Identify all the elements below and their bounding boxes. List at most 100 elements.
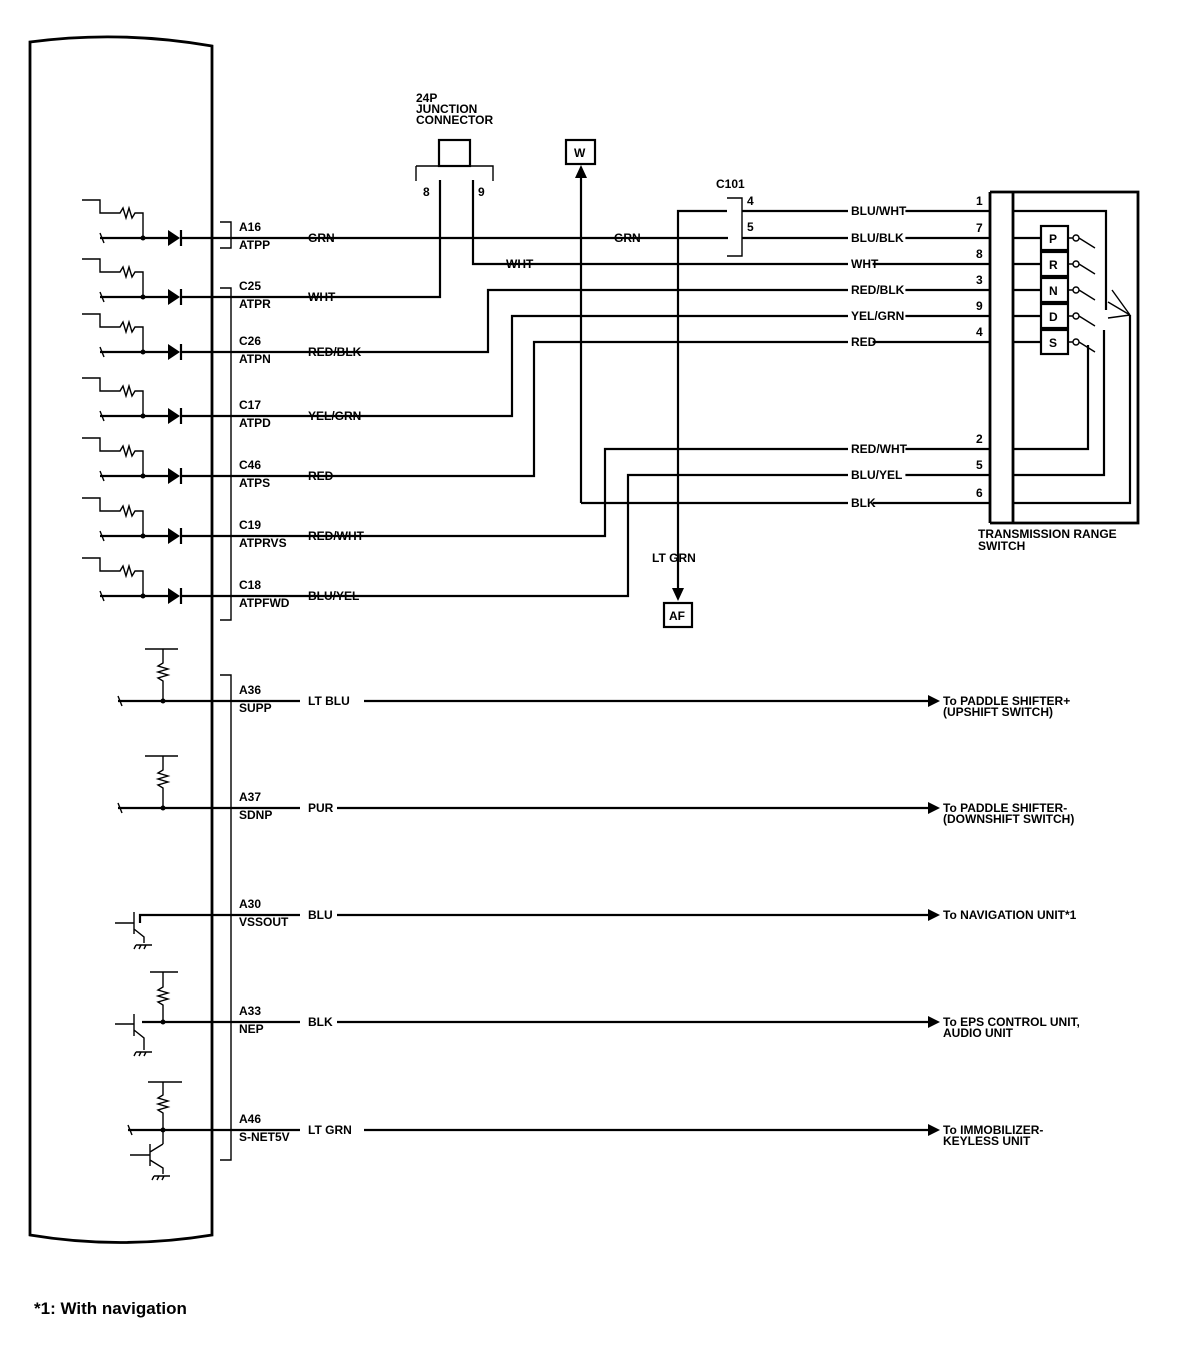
wire-color-label: GRN bbox=[308, 231, 335, 245]
switch-pin-number: 7 bbox=[976, 221, 983, 235]
ecm-circuit-c26 bbox=[82, 313, 212, 360]
terminal-name: ATPRVS bbox=[239, 536, 287, 550]
range-switch-label-line1: TRANSMISSION RANGE bbox=[978, 527, 1117, 541]
junction-label-line3: CONNECTOR bbox=[416, 113, 493, 127]
destination-label: To IMMOBILIZER- bbox=[943, 1123, 1043, 1137]
switch-position-label: P bbox=[1049, 232, 1057, 246]
terminal-pin: C26 bbox=[239, 334, 261, 348]
arrow-right-icon bbox=[928, 802, 940, 814]
range-switch-label-line2: SWITCH bbox=[978, 539, 1025, 553]
footnote: *1: With navigation bbox=[34, 1299, 187, 1318]
terminal-name: VSSOUT bbox=[239, 915, 289, 929]
destination-label: KEYLESS UNIT bbox=[943, 1134, 1031, 1148]
switch-wire-color: BLU/YEL bbox=[851, 468, 902, 482]
lt-grn-label: LT GRN bbox=[652, 551, 696, 565]
switch-wire-color: RED/WHT bbox=[851, 442, 908, 456]
arrow-right-icon bbox=[928, 1124, 940, 1136]
wire-color-label-wht-mid: WHT bbox=[506, 257, 534, 271]
junction-pin-8: 8 bbox=[423, 185, 430, 199]
ecm-body bbox=[28, 35, 214, 1244]
switch-pin-number: 3 bbox=[976, 273, 983, 287]
connector-bracket-bottom bbox=[220, 674, 232, 1161]
terminal-pin: C19 bbox=[239, 518, 261, 532]
terminal-pin: A36 bbox=[239, 683, 261, 697]
ecm-circuit-c17 bbox=[82, 377, 212, 424]
switch-pin-number: 6 bbox=[976, 486, 983, 500]
switch-pin-number: 8 bbox=[976, 247, 983, 261]
wire-color-label: WHT bbox=[308, 290, 336, 304]
wire-color-label-grn-mid: GRN bbox=[614, 231, 641, 245]
diode-icon bbox=[168, 230, 180, 246]
terminal-name: SUPP bbox=[239, 701, 272, 715]
terminal-pin: A30 bbox=[239, 897, 261, 911]
terminal-name: ATPR bbox=[239, 297, 271, 311]
switch-pin-number: 1 bbox=[976, 194, 983, 208]
switch-position-label: N bbox=[1049, 284, 1058, 298]
wire-color-label: RED/WHT bbox=[308, 529, 365, 543]
arrow-right-icon bbox=[928, 909, 940, 921]
terminal-name: ATPS bbox=[239, 476, 270, 490]
switch-wire-color: BLK bbox=[851, 496, 876, 510]
wire-color-label: RED/BLK bbox=[308, 345, 362, 359]
wire-color-label: YEL/GRN bbox=[308, 409, 361, 423]
terminal-name: S-NET5V bbox=[239, 1130, 290, 1144]
terminal-name: SDNP bbox=[239, 808, 272, 822]
destination-label: (UPSHIFT SWITCH) bbox=[943, 705, 1053, 719]
arrow-right-icon bbox=[928, 695, 940, 707]
junction-connector: 24P JUNCTION CONNECTOR 8 9 bbox=[415, 91, 494, 199]
ecm-circuit-c46 bbox=[82, 437, 212, 484]
destination-label: To NAVIGATION UNIT*1 bbox=[943, 908, 1077, 922]
switch-pin-number: 5 bbox=[976, 458, 983, 472]
svg-text:AF: AF bbox=[669, 609, 685, 623]
switch-position-label: D bbox=[1049, 310, 1058, 324]
switch-pin-number: 2 bbox=[976, 432, 983, 446]
diode-icon bbox=[168, 468, 180, 484]
switch-wire-color: YEL/GRN bbox=[851, 309, 904, 323]
diode-icon bbox=[168, 408, 180, 424]
destination-label: To PADDLE SHIFTER+ bbox=[943, 694, 1070, 708]
destination-label: (DOWNSHIFT SWITCH) bbox=[943, 812, 1074, 826]
terminal-pin: A16 bbox=[239, 220, 261, 234]
terminal-pin: A37 bbox=[239, 790, 261, 804]
destination-label: To PADDLE SHIFTER- bbox=[943, 801, 1067, 815]
diode-icon bbox=[168, 289, 180, 305]
ecm-circuit-c25 bbox=[82, 258, 212, 305]
connector-bracket-top bbox=[220, 221, 232, 621]
wire-color-label: RED bbox=[308, 469, 334, 483]
wire-color-label: BLU/YEL bbox=[308, 589, 359, 603]
terminal-name: ATPD bbox=[239, 416, 271, 430]
wire-color-label: LT GRN bbox=[308, 1123, 352, 1137]
junction-label-line1: 24P bbox=[416, 91, 437, 105]
terminal-name: ATPP bbox=[239, 238, 270, 252]
switch-wire-color: RED bbox=[851, 335, 877, 349]
switch-wire-color: BLU/BLK bbox=[851, 231, 904, 245]
terminal-pin: A33 bbox=[239, 1004, 261, 1018]
wire-color-label: BLK bbox=[308, 1015, 333, 1029]
diode-icon bbox=[168, 528, 180, 544]
terminal-name: ATPN bbox=[239, 352, 271, 366]
switch-wire-color: WHT bbox=[851, 257, 879, 271]
ecm-circuit-a16 bbox=[82, 199, 212, 246]
switch-pin-number: 9 bbox=[976, 299, 983, 313]
terminal-name: ATPFWD bbox=[239, 596, 290, 610]
ecm-circuit-c19 bbox=[82, 497, 212, 544]
wire-color-label: LT BLU bbox=[308, 694, 350, 708]
switch-wire-color: RED/BLK bbox=[851, 283, 905, 297]
terminal-name: NEP bbox=[239, 1022, 264, 1036]
ground-box-w: W bbox=[564, 138, 597, 503]
wire-color-label: PUR bbox=[308, 801, 334, 815]
svg-text:4: 4 bbox=[747, 194, 754, 208]
junction-pin-9: 9 bbox=[478, 185, 485, 199]
svg-text:W: W bbox=[574, 146, 586, 160]
terminal-pin: C25 bbox=[239, 279, 261, 293]
ground-box-af: LT GRN AF bbox=[652, 209, 727, 629]
diode-icon bbox=[168, 344, 180, 360]
